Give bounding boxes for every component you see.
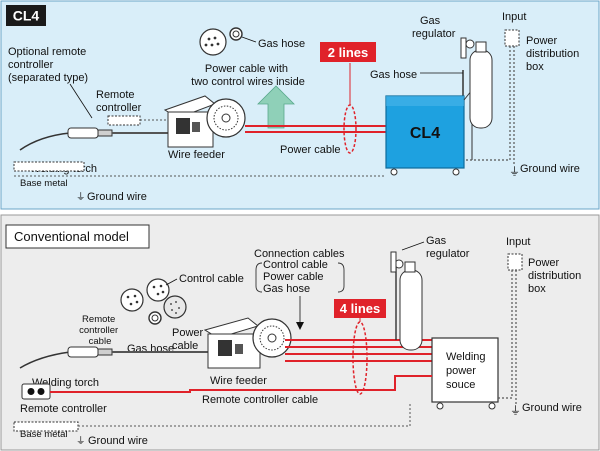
remote-controller-cable-label: Remote controller cable xyxy=(202,394,318,406)
cl4-lines-badge-bg xyxy=(320,42,376,62)
ground-icon-bottom-left: ⏚ xyxy=(76,436,86,447)
cl4-unit xyxy=(385,89,473,176)
gas-hose-label-top: Gas hose xyxy=(370,69,417,81)
gas-regulator-label-top: Gas regulator xyxy=(412,15,456,40)
power-cable-icon-label-bottom: Power cable xyxy=(172,327,206,352)
remote-controller-cable-line xyxy=(50,375,432,393)
cl4-title: CL4 xyxy=(13,8,40,24)
remote-controller-cable-icon-label: Remote controller cable xyxy=(79,314,121,347)
connection-cables-label: Connection cables xyxy=(254,248,345,260)
ground-icon-top-right: ⏚ xyxy=(509,165,520,178)
wire-feeder-label-bottom: Wire feeder xyxy=(210,375,267,387)
remote-controller-bottom xyxy=(21,383,51,400)
conventional-panel: Conventional model Control cable Remote … xyxy=(0,214,600,451)
connection-bracket-left xyxy=(255,262,263,293)
ground-icon-top-left: ⏚ xyxy=(76,192,86,203)
optional-remote-label: Optional remote controller (separated ty… xyxy=(8,46,89,84)
remote-controller-label: Remote controller xyxy=(96,89,142,114)
power-distribution-box-bottom xyxy=(507,253,523,271)
wire-feeder-top xyxy=(163,95,246,148)
gas-hose-leader-top xyxy=(241,36,257,43)
base-metal-label-bottom: Base metal xyxy=(20,429,68,440)
conventional-title: Conventional model xyxy=(14,229,129,244)
conventional-panel-bg xyxy=(0,214,600,451)
optional-remote-leader xyxy=(69,83,93,119)
ground-wire-left-label-bottom: Ground wire xyxy=(88,435,148,447)
input-label-top: Input xyxy=(502,11,526,23)
cable-cross-section-bottom xyxy=(120,278,187,325)
input-label-bottom: Input xyxy=(506,236,530,248)
gas-regulator-label-bottom: Gas regulator xyxy=(426,235,470,260)
conv-lines-badge: 4 lines xyxy=(340,301,380,316)
remote-knob-icon-1 xyxy=(27,388,35,395)
wire-feeder-label-top: Wire feeder xyxy=(168,149,225,161)
power-distribution-label-bottom: Power distribution box xyxy=(528,257,584,295)
connection-arrow-icon xyxy=(296,322,304,330)
input-cable-bottom-1 xyxy=(498,270,513,399)
cl4-lines-badge: 2 lines xyxy=(328,45,368,60)
power-distribution-box-top xyxy=(504,29,520,47)
cl4-title-badge xyxy=(6,5,46,26)
ground-wire-right-label-top: Ground wire xyxy=(520,163,580,175)
input-cable-top-1 xyxy=(464,46,511,161)
conv-lines-highlight xyxy=(352,321,368,395)
cable-desc-label: Power cable with two control wires insid… xyxy=(191,63,305,88)
gas-cylinder-top xyxy=(460,37,493,129)
remote-knob-icon-2 xyxy=(37,388,45,395)
base-metal-top xyxy=(13,161,85,172)
wire-feeder-bottom xyxy=(203,317,292,369)
up-arrow-icon xyxy=(257,85,295,129)
welding-torch-top xyxy=(19,127,170,151)
gas-regulator-leader-bottom xyxy=(401,241,425,251)
remote-controller-label-bottom: Remote controller xyxy=(20,403,107,415)
cl4-panel: CL4 Optional remote controller (separate… xyxy=(0,0,600,210)
welding-power-source xyxy=(431,337,499,410)
gas-cylinder-bottom xyxy=(390,251,423,351)
conventional-title-box xyxy=(5,224,150,249)
ground-wire-left-label-top: Ground wire xyxy=(87,191,147,203)
remote-controller-dashed xyxy=(107,115,141,126)
cl4-panel-bg xyxy=(0,0,600,210)
ground-icon-bottom-right: ⏚ xyxy=(510,404,521,417)
power-cable-label-top: Power cable xyxy=(280,144,341,156)
welding-torch-bottom xyxy=(19,346,210,369)
connection-list: Control cable Power cable Gas hose xyxy=(263,259,331,295)
base-metal-label-top: Base metal xyxy=(20,178,68,189)
ground-cable-bottom xyxy=(78,402,411,427)
ground-wire-right-label-bottom: Ground wire xyxy=(522,402,582,414)
conv-lines-badge-bg xyxy=(334,299,386,318)
cable-cross-section-top xyxy=(199,27,243,56)
control-cable-label: Control cable xyxy=(179,273,244,285)
cl4-unit-label: CL4 xyxy=(410,125,440,142)
control-cable-leader xyxy=(165,278,178,286)
gas-hose-icon-label-top: Gas hose xyxy=(258,38,305,50)
connection-bracket-right xyxy=(337,262,345,293)
power-distribution-label-top: Power distribution box xyxy=(526,35,582,73)
welding-power-source-label: Welding power souce xyxy=(446,351,489,391)
gas-hose-icon-label-bottom: Gas hose xyxy=(127,343,174,355)
